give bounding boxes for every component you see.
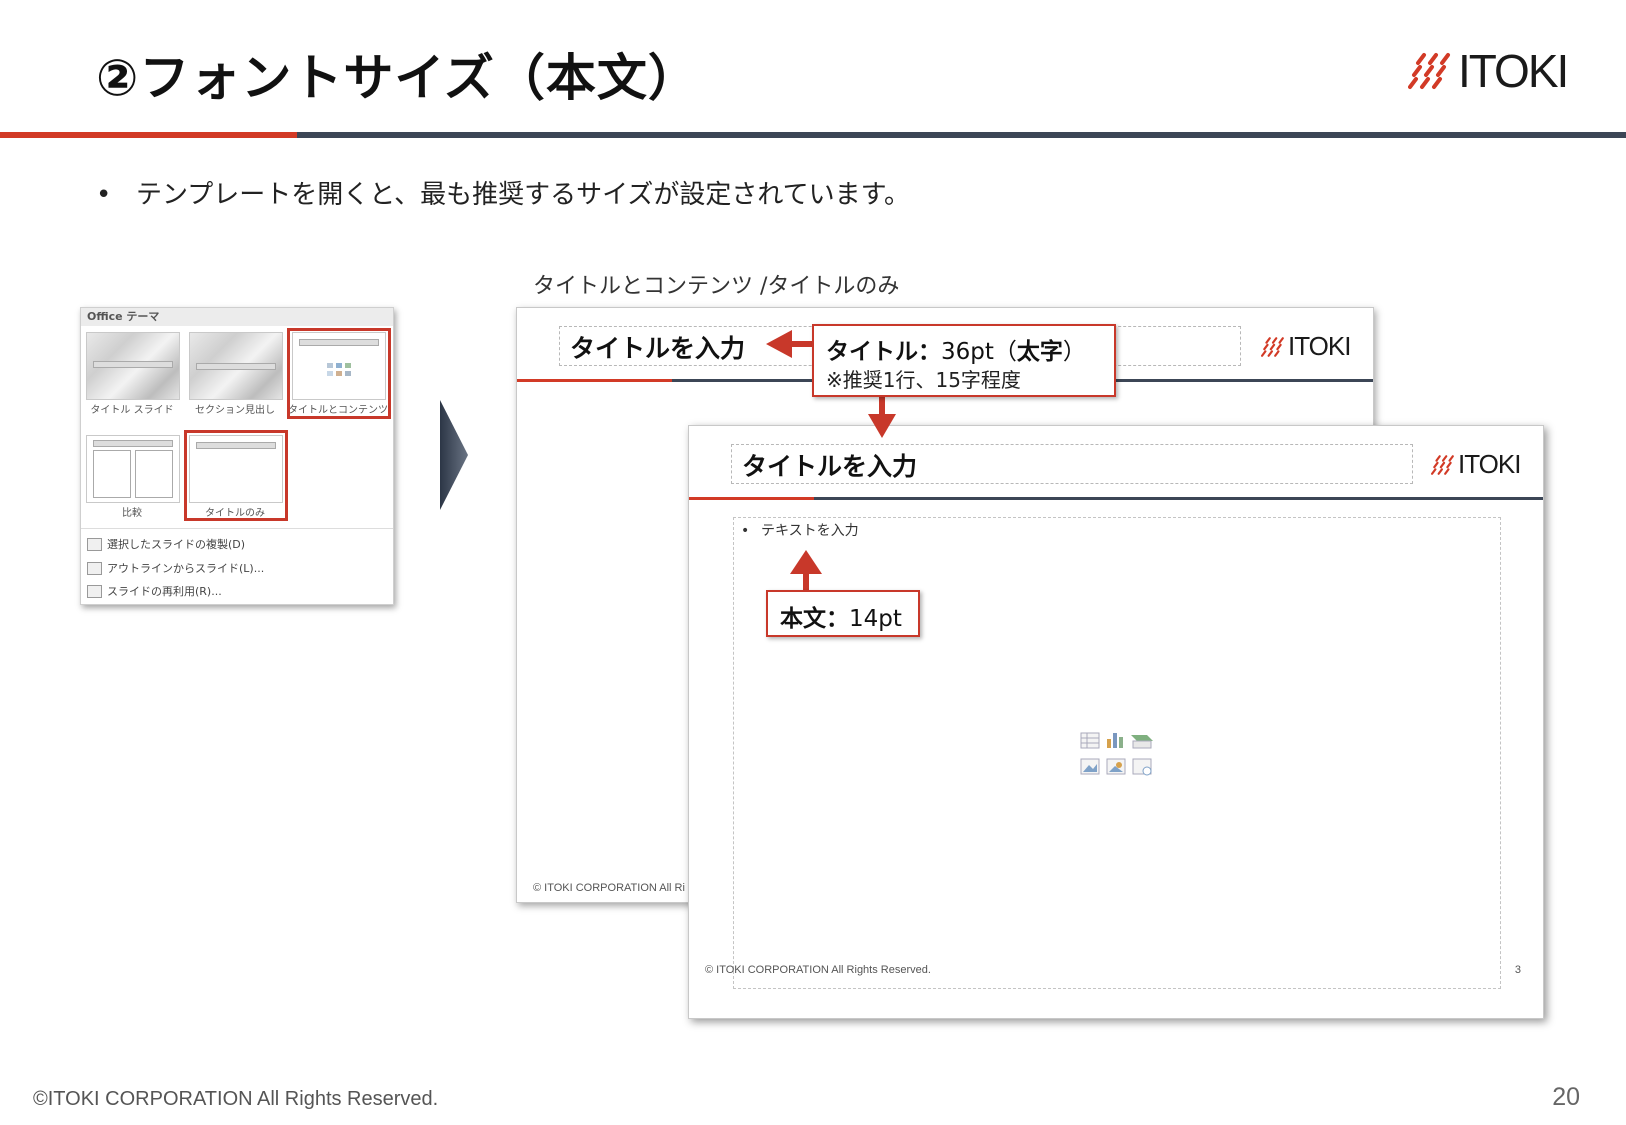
content-placeholder[interactable] — [733, 517, 1501, 989]
gallery-heading: Office テーマ — [81, 308, 393, 326]
layout-thumb-comparison[interactable] — [86, 435, 180, 503]
duplicate-slide-icon — [87, 538, 102, 551]
chevron-right-icon — [440, 400, 468, 510]
title-placeholder-text: タイトルを入力 — [742, 452, 918, 481]
insert-online-picture-icon — [1106, 758, 1126, 775]
slide-preview-front: タイトルを入力 ITOKI •テキストを入力 © ITOKI CORPORATI… — [688, 425, 1544, 1019]
callout-body-line: 本文：14pt — [780, 606, 902, 632]
bullet-content: テンプレートを開くと、最も推奨するサイズが設定されています。 — [136, 180, 911, 210]
layout-thumb-section-header[interactable] — [189, 332, 283, 400]
outline-slide-icon — [87, 562, 102, 575]
slide-logo: ITOKI — [1431, 449, 1521, 480]
preview-caption: タイトルとコンテンツ /タイトルのみ — [533, 274, 900, 299]
insert-picture-icon — [1080, 758, 1100, 775]
layout-label-section-header: セクション見出し — [195, 405, 275, 416]
slide-footer: © ITOKI CORPORATION All Ri — [533, 882, 685, 894]
bullet-marker: • — [96, 180, 112, 210]
bullet-text: • テンプレートを開くと、最も推奨するサイズが設定されています。 — [96, 174, 910, 211]
layout-thumb-title-content[interactable] — [292, 332, 386, 400]
selection-highlight-title-only — [184, 430, 288, 521]
menu-slides-from-outline[interactable]: アウトラインからスライド(L)... — [107, 562, 265, 575]
itoki-logo-mark-icon — [1261, 336, 1284, 357]
selection-highlight-title-content — [287, 328, 391, 419]
layout-thumb-title-only[interactable] — [189, 435, 283, 503]
footer-copyright: ©ITOKI CORPORATION All Rights Reserved. — [33, 1088, 439, 1110]
slide-logo: ITOKI — [1261, 331, 1351, 362]
layout-label-title-only: タイトルのみ — [205, 508, 265, 519]
slide-rule — [814, 497, 1543, 500]
layout-label-title-slide: タイトル スライド — [90, 405, 174, 416]
menu-reuse-slides[interactable]: スライドの再利用(R)... — [107, 585, 222, 598]
callout-title-note: ※推奨1行、15字程度 — [826, 368, 1021, 392]
insert-smartart-icon — [1131, 735, 1153, 749]
slide-rule-accent — [689, 497, 814, 500]
page-title: ②フォントサイズ（本文） — [96, 49, 699, 107]
itoki-logo-mark-icon — [1431, 454, 1454, 475]
gallery-divider — [81, 528, 393, 529]
slide-logo-wordmark: ITOKI — [1458, 449, 1521, 479]
layout-label-comparison: 比較 — [122, 508, 142, 519]
insert-chart-icon — [1107, 733, 1123, 748]
logo-wordmark: ITOKI — [1458, 45, 1569, 97]
itoki-logo: ITOKI — [1408, 44, 1569, 98]
slide-page-number: 3 — [1514, 964, 1521, 976]
itoki-logo-mark-icon — [1408, 53, 1450, 89]
layout-gallery: Office テーマ タイトル スライド セクション見出し タイトルとコンテンツ… — [80, 307, 394, 605]
callout-body-size: 本文：14pt — [766, 590, 920, 637]
layout-label-title-content: タイトルとコンテンツ — [288, 405, 388, 416]
reuse-slide-icon — [87, 585, 102, 598]
callout-title-size: タイトル：36pt（太字） ※推奨1行、15字程度 — [812, 324, 1116, 397]
slide-logo-wordmark: ITOKI — [1288, 331, 1351, 361]
layout-thumb-title-slide[interactable] — [86, 332, 180, 400]
slide-footer: © ITOKI CORPORATION All Rights Reserved. — [705, 964, 931, 976]
title-placeholder-text: タイトルを入力 — [570, 334, 746, 363]
slide-rule-accent — [517, 379, 672, 382]
insert-table-icon — [1080, 732, 1100, 749]
title-placeholder[interactable]: タイトルを入力 — [731, 444, 1413, 484]
content-placeholder-text: •テキストを入力 — [741, 523, 859, 539]
header-rule — [297, 132, 1626, 138]
page-number: 20 — [1552, 1083, 1580, 1111]
callout-title-line1: タイトル：36pt（太字） — [826, 339, 1086, 365]
menu-duplicate-slide[interactable]: 選択したスライドの複製(D) — [107, 538, 246, 551]
insert-video-icon — [1132, 758, 1152, 776]
insert-content-icons — [1080, 732, 1153, 776]
content-icons — [327, 363, 351, 376]
header-rule-accent — [0, 132, 297, 138]
